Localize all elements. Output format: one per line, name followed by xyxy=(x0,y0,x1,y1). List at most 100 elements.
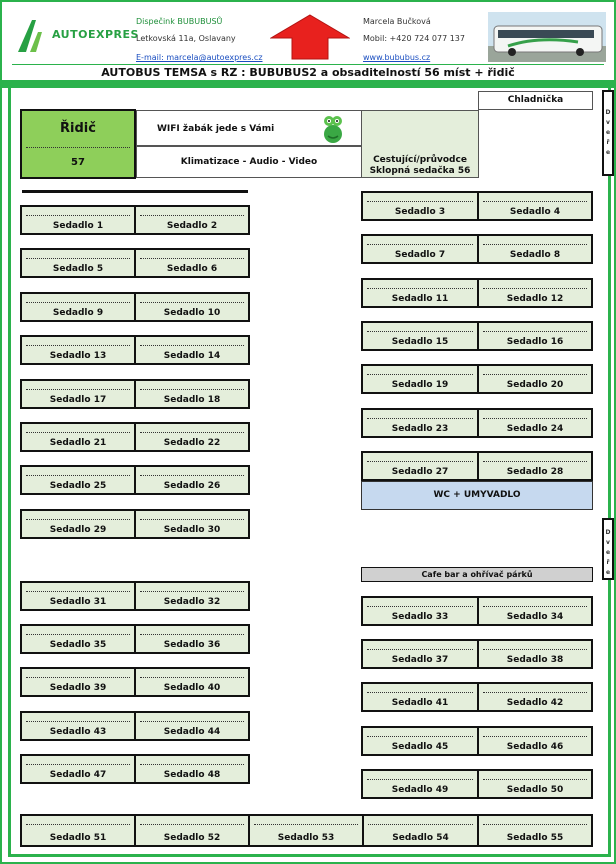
seat-divider xyxy=(367,461,473,462)
seat-divider xyxy=(26,721,130,722)
bus-outline xyxy=(8,88,611,857)
seat-51[interactable]: Sedadlo 51 xyxy=(20,814,136,847)
seat-33[interactable]: Sedadlo 33 xyxy=(361,596,479,626)
seat-52[interactable]: Sedadlo 52 xyxy=(134,814,250,847)
seat-label: Sedadlo 23 xyxy=(391,424,449,434)
arrow-up-icon xyxy=(270,14,350,60)
seat-19[interactable]: Sedadlo 19 xyxy=(361,364,479,394)
seat-divider xyxy=(140,475,244,476)
seat-41[interactable]: Sedadlo 41 xyxy=(361,682,479,712)
seat-divider xyxy=(483,331,587,332)
seat-50[interactable]: Sedadlo 50 xyxy=(477,769,593,799)
seat-divider xyxy=(367,201,473,202)
seat-5[interactable]: Sedadlo 5 xyxy=(20,248,136,278)
seat-29[interactable]: Sedadlo 29 xyxy=(20,509,136,539)
seat-30[interactable]: Sedadlo 30 xyxy=(134,509,250,539)
seat-23[interactable]: Sedadlo 23 xyxy=(361,408,479,438)
seat-label: Sedadlo 24 xyxy=(506,424,564,434)
seat-4[interactable]: Sedadlo 4 xyxy=(477,191,593,221)
seat-44[interactable]: Sedadlo 44 xyxy=(134,711,250,741)
logo-text: AUTOEXPRES xyxy=(52,28,139,41)
seat-label: Sedadlo 53 xyxy=(277,833,335,843)
driver-seat[interactable]: Řidič 57 xyxy=(20,109,136,179)
seat-6[interactable]: Sedadlo 6 xyxy=(134,248,250,278)
seat-35[interactable]: Sedadlo 35 xyxy=(20,624,136,654)
seat-2[interactable]: Sedadlo 2 xyxy=(134,205,250,235)
seat-37[interactable]: Sedadlo 37 xyxy=(361,639,479,669)
seat-32[interactable]: Sedadlo 32 xyxy=(134,581,250,611)
seat-47[interactable]: Sedadlo 47 xyxy=(20,754,136,784)
seat-21[interactable]: Sedadlo 21 xyxy=(20,422,136,452)
seat-13[interactable]: Sedadlo 13 xyxy=(20,335,136,365)
seat-divider xyxy=(367,331,473,332)
seat-label: Sedadlo 41 xyxy=(391,698,449,708)
door-letter: ř xyxy=(606,139,610,146)
seat-36[interactable]: Sedadlo 36 xyxy=(134,624,250,654)
seat-label: Sedadlo 8 xyxy=(509,250,561,260)
seat-1[interactable]: Sedadlo 1 xyxy=(20,205,136,235)
guide-seat[interactable]: Cestující/průvodce Sklopná sedačka 56 xyxy=(361,110,479,178)
seat-14[interactable]: Sedadlo 14 xyxy=(134,335,250,365)
seat-43[interactable]: Sedadlo 43 xyxy=(20,711,136,741)
seat-label: Sedadlo 5 xyxy=(52,264,104,274)
seat-38[interactable]: Sedadlo 38 xyxy=(477,639,593,669)
driver-label: Řidič xyxy=(60,121,96,136)
guide-line1: Cestující/průvodce xyxy=(373,155,467,165)
seat-divider xyxy=(367,244,473,245)
seat-42[interactable]: Sedadlo 42 xyxy=(477,682,593,712)
seat-divider xyxy=(26,764,130,765)
seat-53[interactable]: Sedadlo 53 xyxy=(248,814,364,847)
seat-label: Sedadlo 1 xyxy=(52,221,104,231)
seat-17[interactable]: Sedadlo 17 xyxy=(20,379,136,409)
seat-label: Sedadlo 37 xyxy=(391,655,449,665)
seat-18[interactable]: Sedadlo 18 xyxy=(134,379,250,409)
seat-divider xyxy=(26,302,130,303)
seat-28[interactable]: Sedadlo 28 xyxy=(477,451,593,481)
seat-46[interactable]: Sedadlo 46 xyxy=(477,726,593,756)
seat-10[interactable]: Sedadlo 10 xyxy=(134,292,250,322)
seat-8[interactable]: Sedadlo 8 xyxy=(477,234,593,264)
seat-20[interactable]: Sedadlo 20 xyxy=(477,364,593,394)
seat-16[interactable]: Sedadlo 16 xyxy=(477,321,593,351)
seat-40[interactable]: Sedadlo 40 xyxy=(134,667,250,697)
seat-25[interactable]: Sedadlo 25 xyxy=(20,465,136,495)
seat-3[interactable]: Sedadlo 3 xyxy=(361,191,479,221)
seat-7[interactable]: Sedadlo 7 xyxy=(361,234,479,264)
seat-22[interactable]: Sedadlo 22 xyxy=(134,422,250,452)
seat-label: Sedadlo 11 xyxy=(391,294,449,304)
seat-31[interactable]: Sedadlo 31 xyxy=(20,581,136,611)
seat-divider xyxy=(483,201,587,202)
seat-label: Sedadlo 22 xyxy=(163,438,221,448)
seat-label: Sedadlo 48 xyxy=(163,770,221,780)
green-band xyxy=(0,80,616,88)
seat-39[interactable]: Sedadlo 39 xyxy=(20,667,136,697)
seat-label: Sedadlo 21 xyxy=(49,438,107,448)
seat-49[interactable]: Sedadlo 49 xyxy=(361,769,479,799)
seat-divider xyxy=(367,649,473,650)
bus-photo xyxy=(488,12,606,62)
seat-45[interactable]: Sedadlo 45 xyxy=(361,726,479,756)
seat-divider xyxy=(483,606,587,607)
seat-27[interactable]: Sedadlo 27 xyxy=(361,451,479,481)
seat-12[interactable]: Sedadlo 12 xyxy=(477,278,593,308)
seat-label: Sedadlo 17 xyxy=(49,395,107,405)
seat-34[interactable]: Sedadlo 34 xyxy=(477,596,593,626)
seat-label: Sedadlo 20 xyxy=(506,380,564,390)
seat-divider xyxy=(26,258,130,259)
seat-11[interactable]: Sedadlo 11 xyxy=(361,278,479,308)
wifi-text: WIFI žabák jede s Vámi xyxy=(157,124,275,134)
seat-48[interactable]: Sedadlo 48 xyxy=(134,754,250,784)
web-link[interactable]: www.bububus.cz xyxy=(363,53,431,62)
seat-26[interactable]: Sedadlo 26 xyxy=(134,465,250,495)
seat-label: Sedadlo 54 xyxy=(392,833,449,843)
seat-9[interactable]: Sedadlo 9 xyxy=(20,292,136,322)
seat-55[interactable]: Sedadlo 55 xyxy=(477,814,593,847)
seat-15[interactable]: Sedadlo 15 xyxy=(361,321,479,351)
dispatch-label: Dispečink BUBUBUSŮ xyxy=(136,17,223,26)
seat-24[interactable]: Sedadlo 24 xyxy=(477,408,593,438)
email-link[interactable]: E-mail: marcela@autoexpres.cz xyxy=(136,53,263,62)
seat-divider xyxy=(483,244,587,245)
seat-54[interactable]: Sedadlo 54 xyxy=(362,814,479,847)
seat-divider xyxy=(367,374,473,375)
